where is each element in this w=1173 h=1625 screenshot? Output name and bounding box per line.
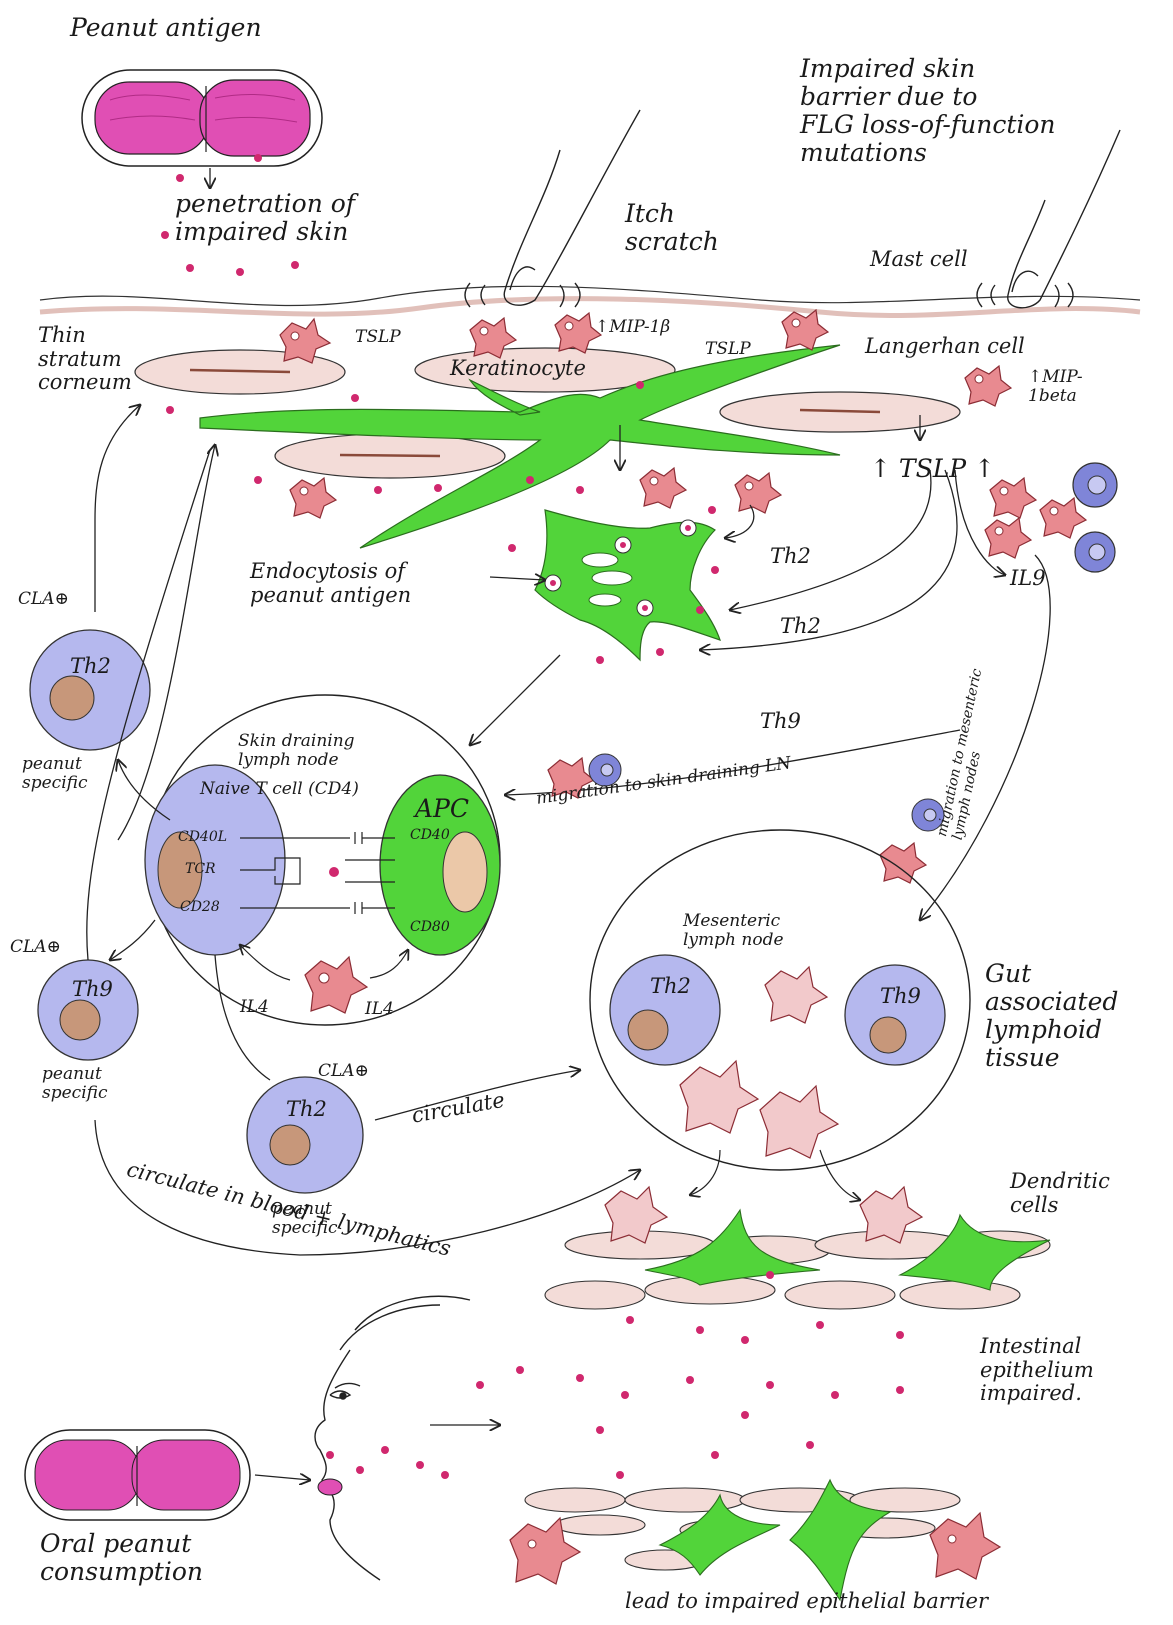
label-mes-th9: Th9: [880, 985, 921, 1009]
label-mast-cell: Mast cell: [870, 248, 968, 272]
label-penetration: penetration of impaired skin: [175, 190, 355, 246]
label-dendritic: Dendritic cells: [1010, 1170, 1110, 1217]
label-mes-th2: Th2: [650, 975, 691, 999]
label-th9-top: Th9: [760, 710, 801, 734]
label-mip1b: ↑MIP-1β: [595, 318, 670, 337]
label-cd80: CD80: [410, 920, 450, 936]
label-tslp-up: ↑ TSLP ↑: [870, 455, 995, 483]
label-th2-a: Th2: [770, 545, 811, 569]
th2-cell-left: [30, 630, 150, 750]
peanut-icon: [82, 70, 322, 166]
label-peanut-antigen: Peanut antigen: [70, 14, 262, 42]
label-thin-stratum: Thin stratum corneum: [38, 324, 132, 395]
label-tcr: TCR: [185, 862, 216, 878]
label-apc: APC: [415, 795, 469, 823]
label-keratinocyte: Keratinocyte: [450, 357, 586, 381]
label-endocytosis: Endocytosis of peanut antigen: [250, 560, 411, 607]
label-cd28: CD28: [180, 900, 220, 916]
label-intestinal: Intestinal epithelium impaired.: [980, 1335, 1094, 1406]
label-il9: IL9: [1010, 567, 1046, 591]
label-peanut-specific-2: peanut specific: [42, 1065, 108, 1103]
label-mip1beta: ↑MIP- 1beta: [1028, 368, 1083, 406]
label-th2-cell-left: Th2: [70, 655, 111, 679]
label-th9-cell: Th9: [72, 978, 113, 1002]
label-naive-tcell: Naive T cell (CD4): [200, 780, 359, 799]
mes-th9-cell: [845, 965, 945, 1065]
finger-left-icon: [465, 110, 640, 307]
label-th2-b: Th2: [780, 615, 821, 639]
label-mesenteric: Mesenteric lymph node: [683, 912, 784, 950]
label-cla-3: CLA⊕: [318, 1062, 369, 1081]
label-itch-scratch: Itch scratch: [625, 200, 719, 256]
label-tslp-left: TSLP: [355, 328, 401, 347]
label-cd40l: CD40L: [178, 830, 227, 846]
label-oral: Oral peanut consumption: [40, 1530, 203, 1586]
label-peanut-specific-1: peanut specific: [22, 755, 88, 793]
mes-th2-cell: [610, 955, 720, 1065]
label-galt: Gut associated lymphoid tissue: [985, 960, 1118, 1072]
label-tslp-mid: TSLP: [705, 340, 751, 359]
label-il4-left: IL4: [240, 998, 269, 1017]
label-cd40: CD40: [410, 828, 450, 844]
th2-cell-bottom: [247, 1077, 363, 1193]
label-langerhan: Langerhan cell: [865, 335, 1025, 359]
oral-peanut-icon: [25, 1430, 250, 1520]
label-th2-bottom: Th2: [286, 1098, 327, 1122]
face-profile-icon: [315, 1296, 470, 1580]
th9-cell-left: [38, 960, 138, 1060]
label-lead-to: lead to impaired epithelial barrier: [625, 1590, 988, 1614]
label-skin-draining: Skin draining lymph node: [238, 732, 355, 770]
label-cla-2: CLA⊕: [10, 938, 61, 957]
label-il4-right: IL4: [365, 1000, 394, 1019]
label-cla-1: CLA⊕: [18, 590, 69, 609]
label-impaired-barrier: Impaired skin barrier due to FLG loss-of…: [800, 55, 1056, 167]
skin-surface-line: [40, 286, 1140, 305]
